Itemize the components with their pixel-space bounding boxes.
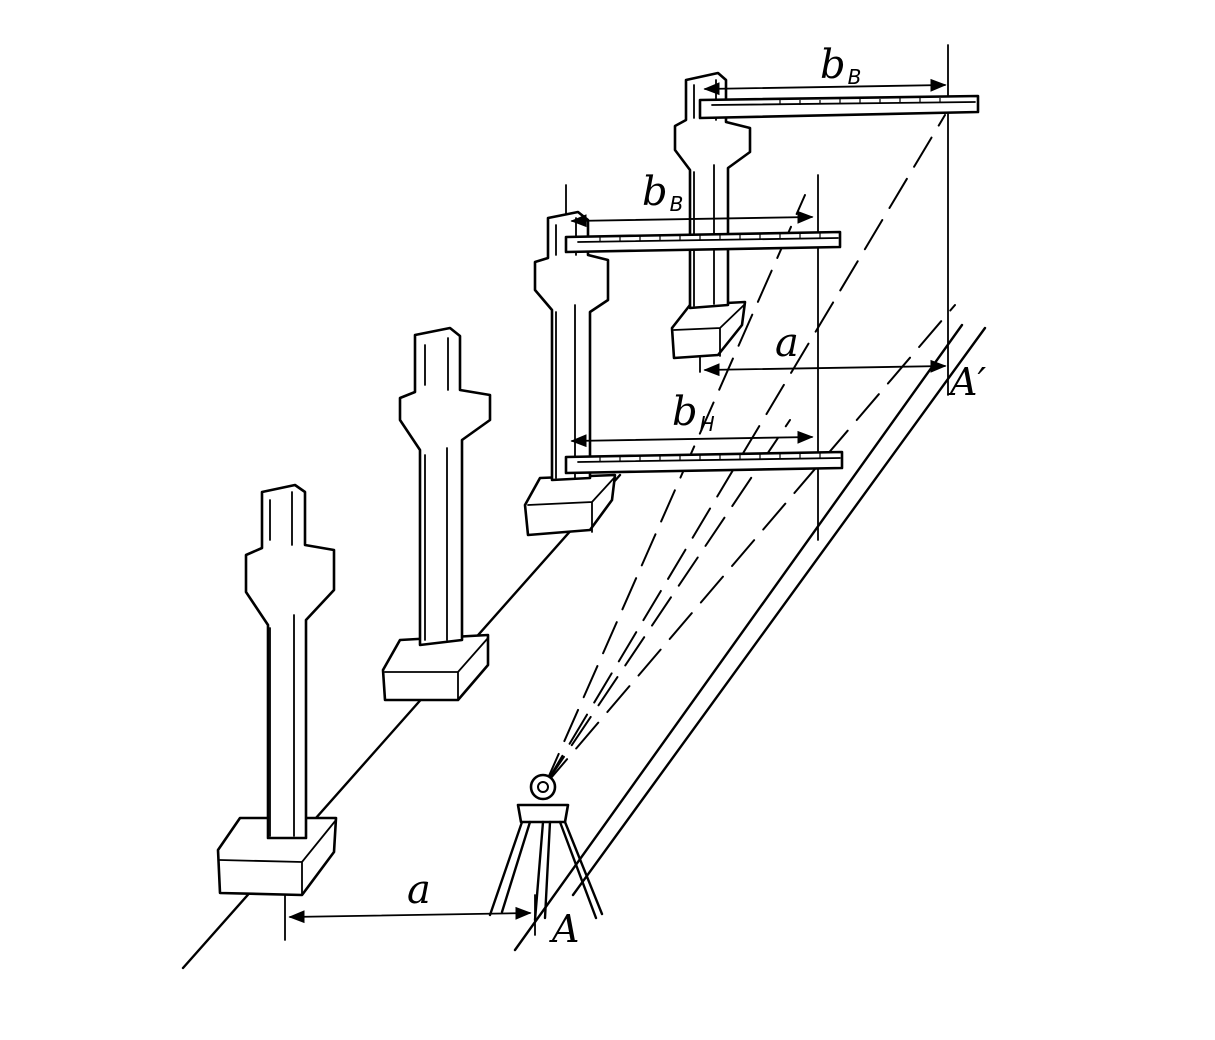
sight-lines: [544, 114, 956, 786]
dimension-b-lower: [570, 430, 814, 448]
column-1-edges: [269, 491, 295, 837]
dimension-b-upper-near: [570, 210, 814, 228]
label-a-front: a: [407, 867, 431, 913]
reference-line-a: [513, 323, 964, 952]
theodolite-lens: [537, 781, 549, 793]
column-2-footing: [381, 633, 490, 702]
column-2-footing-edges: [384, 637, 489, 701]
label-a-back: a: [775, 320, 799, 366]
rod-lower-ticks: [599, 453, 821, 462]
dimension-a-front: [288, 906, 532, 924]
rod-upper-far: [698, 94, 980, 120]
sight-line-lower: [544, 304, 956, 786]
theodolite: [488, 773, 604, 922]
column-3-footing-edges: [527, 477, 615, 533]
sight-line-mid: [544, 419, 791, 786]
tripod-legs: [488, 820, 604, 922]
dimension-arrows: [288, 78, 947, 924]
column-2: [381, 326, 492, 702]
rod-upper-near: [564, 230, 842, 254]
rod-lower: [564, 450, 844, 475]
label-point-a: A: [549, 907, 579, 951]
column-4-footing-edges: [673, 304, 745, 357]
rod-upper-near-ticks: [599, 233, 821, 242]
dimension-b-upper-far: [703, 78, 947, 96]
sight-line-upper: [544, 194, 806, 786]
column-2-shaft: [398, 326, 492, 647]
column-1-shaft: [244, 483, 336, 840]
theodolite-base: [516, 803, 570, 824]
column-1-footing-edges: [219, 819, 337, 896]
sight-line-far: [544, 114, 946, 786]
column-3: [523, 210, 617, 537]
rod-upper-far-ticks: [779, 98, 941, 105]
column-2-edges: [424, 337, 449, 641]
reference-line-parallel: [571, 326, 987, 897]
rods: [564, 94, 980, 475]
dimension-a-back: [703, 359, 947, 377]
column-1: [216, 483, 338, 897]
label-point-a-prime: A′: [947, 360, 986, 404]
